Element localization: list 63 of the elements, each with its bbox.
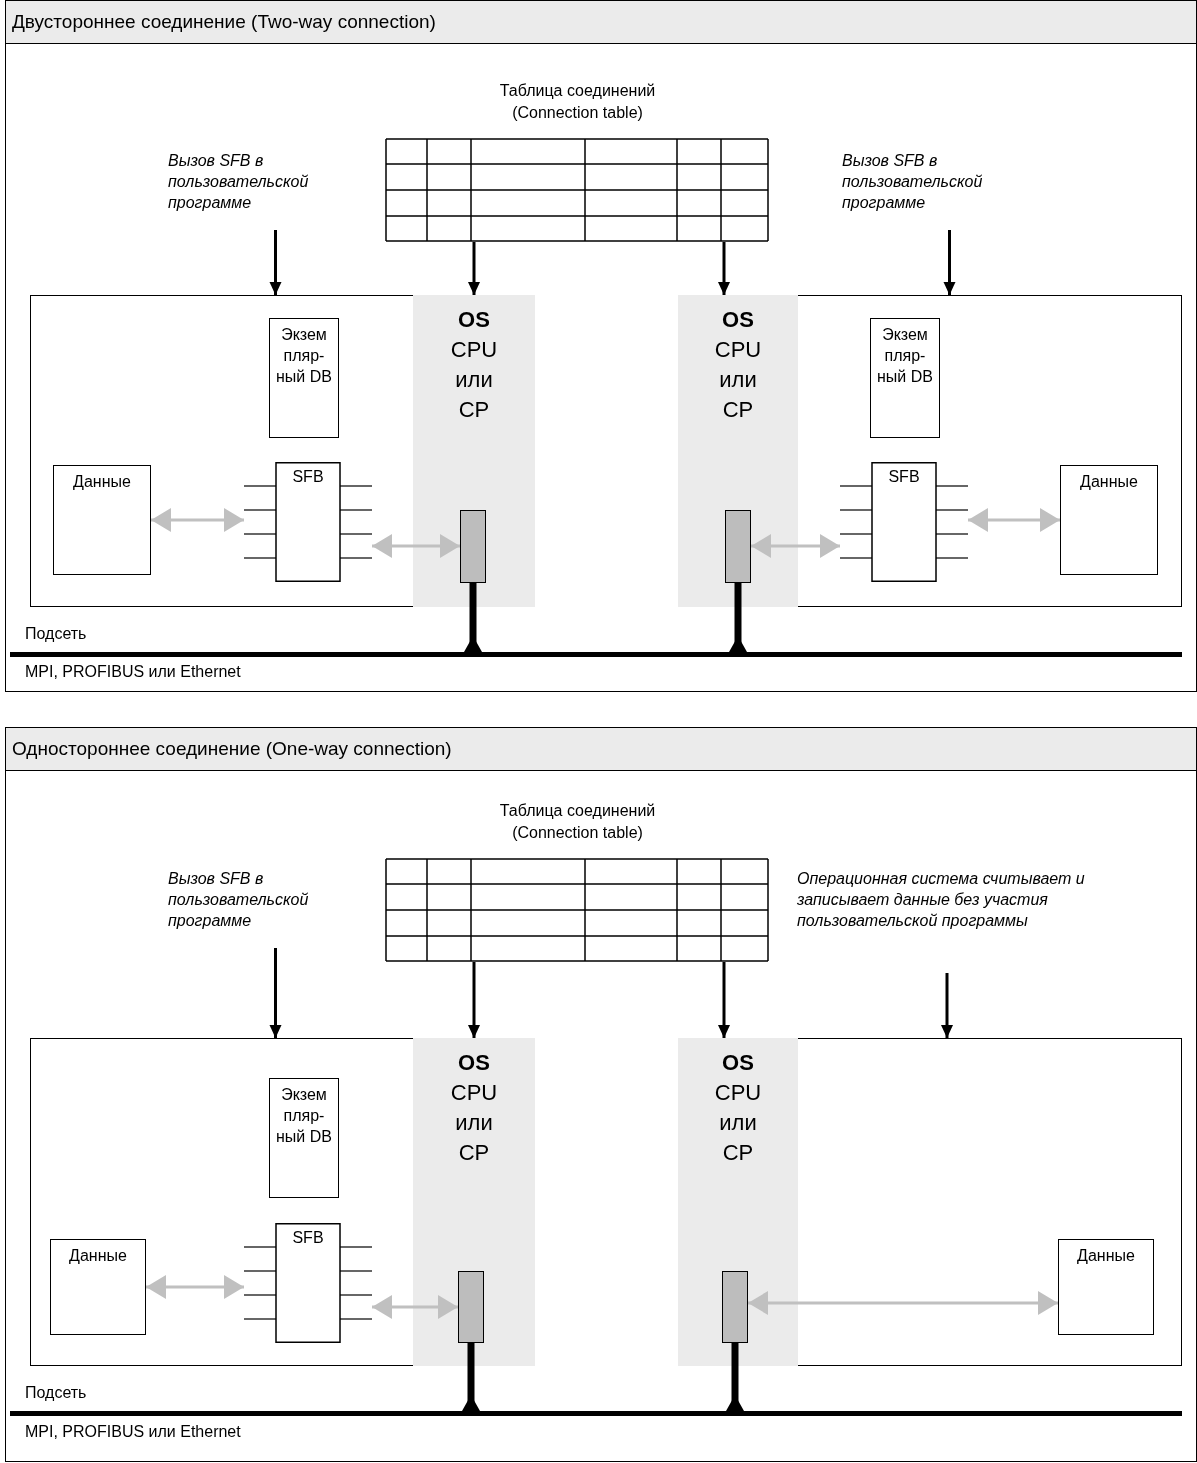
arrow <box>943 230 956 295</box>
instance-db-block: Экзем пляр- ный DB <box>870 318 940 438</box>
arrow <box>718 962 730 1038</box>
interface-port <box>725 510 751 583</box>
annotation-text: Вызов SFB в пользовательской программе <box>842 150 1057 213</box>
module-label: CPU или CP <box>449 336 499 424</box>
os-label: OS <box>457 1049 491 1077</box>
arrow <box>468 962 480 1038</box>
module-label: CPU или CP <box>713 1079 763 1167</box>
instance-db-block: Экзем пляр- ный DB <box>269 1078 339 1198</box>
data-block: Данные <box>1060 465 1158 575</box>
double-arrow <box>372 1295 458 1319</box>
double-arrow <box>372 534 460 558</box>
station-box <box>30 295 535 607</box>
os-label: OS <box>457 306 491 334</box>
double-arrow <box>146 1275 244 1299</box>
os-label: OS <box>721 306 755 334</box>
module-label: CPU или CP <box>449 1079 499 1167</box>
double-arrow <box>748 1291 1058 1315</box>
bus-drop-line <box>462 1343 480 1411</box>
block-label: SFB <box>887 468 921 486</box>
arrow <box>269 230 282 295</box>
interface-port <box>722 1271 748 1343</box>
interface-port <box>460 510 486 583</box>
station-box <box>678 295 1182 607</box>
subnet-label: Подсеть <box>25 1384 87 1402</box>
annotation-text: Вызов SFB в пользовательской программе <box>168 150 383 213</box>
table-caption: Таблица соединений (Connection table) <box>498 801 657 843</box>
station-box <box>30 1038 535 1366</box>
os-column <box>413 295 535 607</box>
os-column <box>678 1038 798 1366</box>
interface-port <box>458 1271 484 1343</box>
panel-header: Одностороннее соединение (One-way connection) <box>5 727 1197 771</box>
arrow <box>941 973 953 1038</box>
double-arrow <box>751 534 840 558</box>
os-label: OS <box>721 1049 755 1077</box>
instance-db-block: Экзем пляр- ный DB <box>269 318 339 438</box>
arrow <box>718 242 730 295</box>
module-label: CPU или CP <box>713 336 763 424</box>
table-caption: Таблица соединений (Connection table) <box>498 81 657 123</box>
station-box <box>678 1038 1182 1366</box>
panel-frame <box>5 727 1197 1462</box>
data-block: Данные <box>53 465 151 575</box>
annotation-text: Операционная система считывает и записывает данные без участия пользовательской программы <box>797 868 1097 931</box>
block-label: SFB <box>291 468 325 486</box>
panel-header: Двустороннее соединение (Two-way connection) <box>5 0 1197 44</box>
bus-drop-line <box>464 583 482 652</box>
arrow <box>468 242 480 295</box>
block-label: SFB <box>291 1229 325 1247</box>
data-block: Данные <box>50 1239 146 1335</box>
double-arrow <box>151 508 244 532</box>
subnet-label: Подсеть <box>25 625 87 643</box>
network-type-label: MPI, PROFIBUS или Ethernet <box>25 1423 241 1441</box>
annotation-text: Вызов SFB в пользовательской программе <box>168 868 383 931</box>
double-arrow <box>968 508 1060 532</box>
network-type-label: MPI, PROFIBUS или Ethernet <box>25 663 241 681</box>
bus-drop-line <box>726 1343 744 1411</box>
panel-frame <box>5 0 1197 692</box>
data-block: Данные <box>1058 1239 1154 1335</box>
arrow <box>269 948 282 1038</box>
os-column <box>413 1038 535 1366</box>
os-column <box>678 295 798 607</box>
bus-drop-line <box>729 583 747 652</box>
